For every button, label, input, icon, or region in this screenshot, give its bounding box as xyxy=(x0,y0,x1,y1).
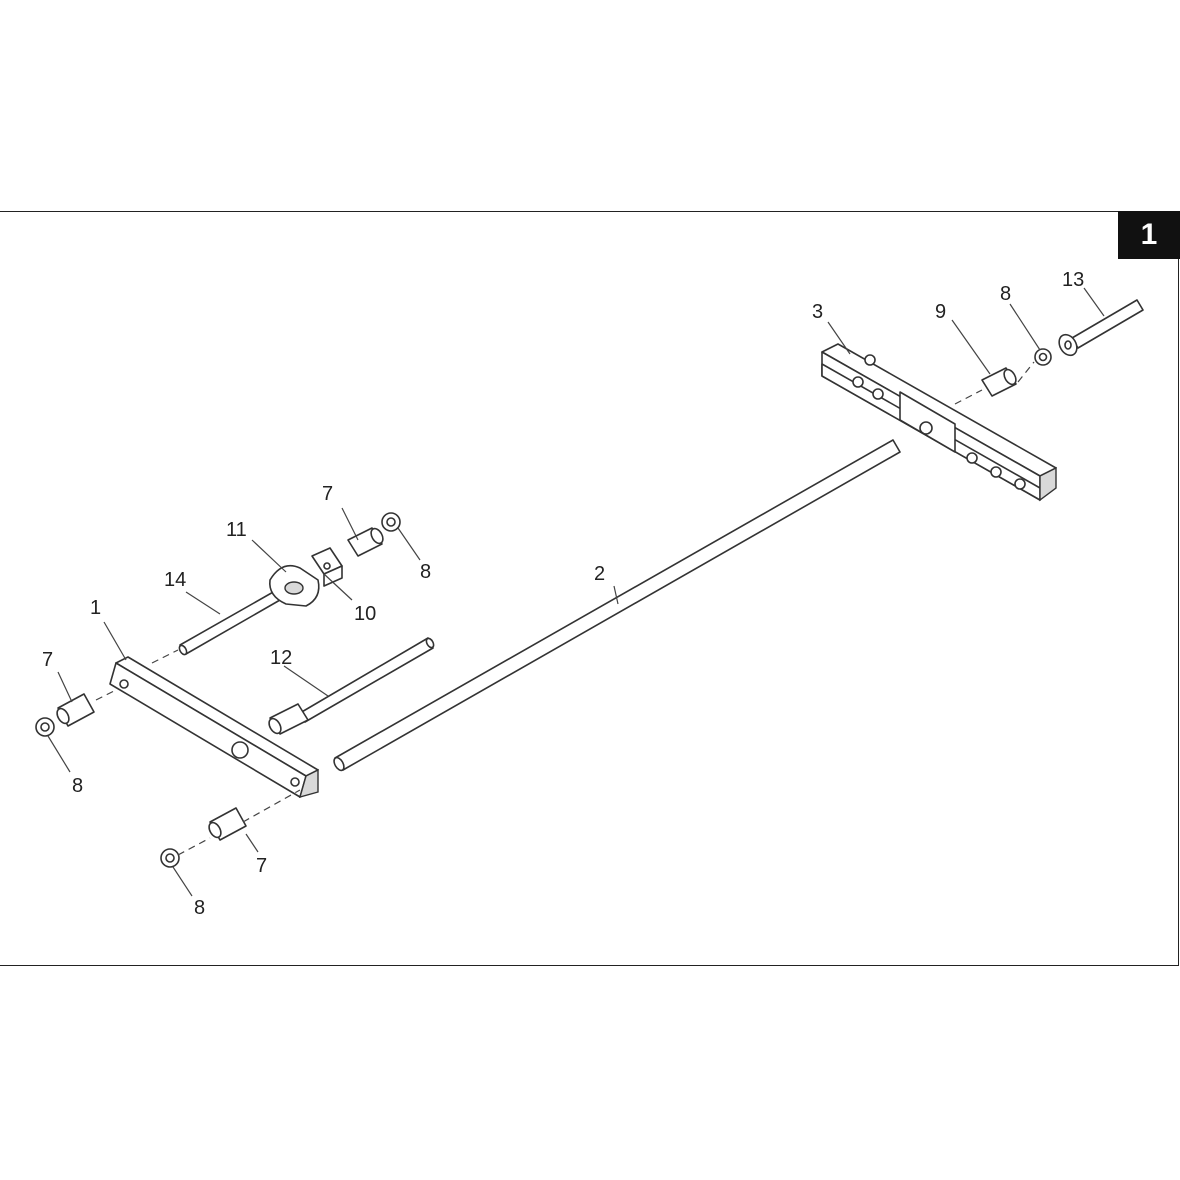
assembly-dashed-lines xyxy=(95,361,1035,856)
part-13-pin xyxy=(1058,299,1144,357)
part-9-spacer xyxy=(981,367,1017,397)
callout-1: 1 xyxy=(90,597,101,619)
part-8-nut-left xyxy=(35,717,55,737)
callout-7-top: 7 xyxy=(322,483,333,505)
callout-8-top: 8 xyxy=(420,561,431,583)
part-3-bracket-assembly xyxy=(821,343,1057,502)
callout-2: 2 xyxy=(594,563,605,585)
callout-7-left: 7 xyxy=(42,649,53,671)
part-7-spacer-left xyxy=(56,693,95,727)
page-number-badge: 1 xyxy=(1118,211,1180,259)
callout-8-right: 8 xyxy=(1000,283,1011,305)
part-8-nut-top xyxy=(381,512,401,532)
callout-9: 9 xyxy=(935,301,946,323)
part-1-bracket-bar xyxy=(109,656,319,799)
part-10-block xyxy=(311,547,343,587)
callout-12: 12 xyxy=(270,647,292,669)
leader-lines xyxy=(47,287,1105,897)
part-7-spacer-top xyxy=(347,527,384,557)
callout-labels: 1 2 3 7 7 7 8 8 8 8 9 10 11 12 13 14 xyxy=(42,269,1084,919)
callout-14: 14 xyxy=(164,569,186,591)
part-7-spacer-bottom xyxy=(208,807,247,841)
part-11-clevis xyxy=(269,564,320,607)
callout-8-bottom: 8 xyxy=(194,897,205,919)
part-14-short-rod xyxy=(178,590,281,656)
part-8-nut-right xyxy=(1034,348,1052,366)
part-12-threaded-rod xyxy=(268,637,435,735)
part-2-long-rod xyxy=(333,439,901,772)
callout-11: 11 xyxy=(226,519,247,541)
part-8-nut-bottom xyxy=(160,848,180,868)
callout-3: 3 xyxy=(812,301,823,323)
callout-7-bottom: 7 xyxy=(256,855,267,877)
callout-10: 10 xyxy=(354,603,376,625)
callout-13: 13 xyxy=(1062,269,1084,291)
diagram-frame xyxy=(0,211,1179,966)
callout-8-left: 8 xyxy=(72,775,83,797)
